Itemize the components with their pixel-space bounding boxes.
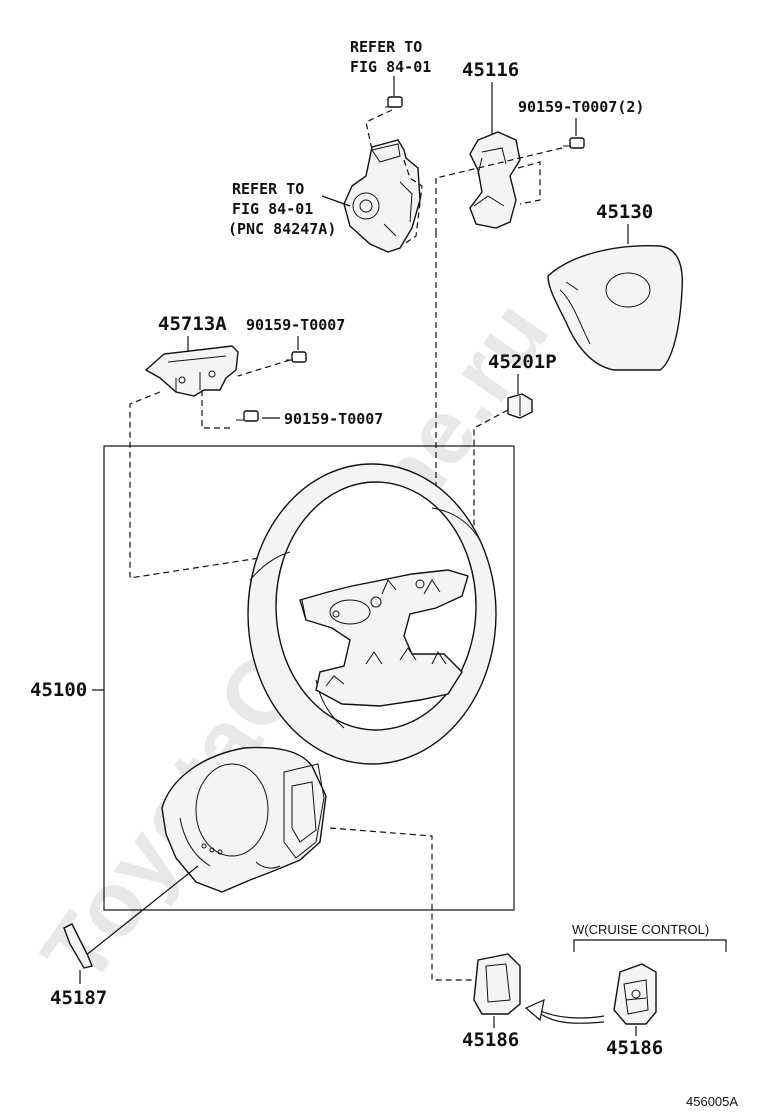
arrow-icon xyxy=(524,998,605,1024)
airbag-45130-icon xyxy=(547,245,683,371)
label-45100: 45100 xyxy=(30,679,87,701)
bracket-45713a-icon xyxy=(144,345,239,397)
steering-wheel-icon xyxy=(247,463,497,765)
refer-part-dash xyxy=(403,159,423,245)
label-45130: 45130 xyxy=(596,201,653,223)
refer-top-line2: FIG 84-01 xyxy=(350,58,431,76)
label-45186-b: 45186 xyxy=(606,1037,663,1059)
refer-switch-part-icon xyxy=(343,139,421,253)
bracket-to-wheel-dash xyxy=(129,391,351,579)
cruise-control-bracket xyxy=(573,939,727,952)
label-45186-a: 45186 xyxy=(462,1029,519,1051)
refer-mid-label: REFER TO FIG 84-01 (PNC 84247A) xyxy=(228,180,336,238)
spiral-cover-icon xyxy=(161,746,327,893)
label-45116: 45116 xyxy=(462,59,519,81)
nut-45201p-icon xyxy=(507,393,533,419)
label-45713a: 45713A xyxy=(158,313,227,335)
switch-cover-45186-icon xyxy=(473,953,521,1015)
cover-45116-dash xyxy=(517,161,541,205)
label-90159-t0007-a: 90159-T0007 xyxy=(246,316,345,334)
figure-id: 456005A xyxy=(686,1094,738,1109)
refer-top-line1: REFER TO xyxy=(350,38,422,56)
label-45201p: 45201P xyxy=(488,351,557,373)
refer-top-label: REFER TO FIG 84-01 xyxy=(350,38,431,76)
refer-mid-line1: REFER TO xyxy=(232,180,304,198)
label-90159-t0007-b: 90159-T0007 xyxy=(284,410,383,428)
screw-top-left-icon xyxy=(385,96,403,108)
refer-mid-line2: FIG 84-01 xyxy=(232,200,313,218)
trim-45187-icon xyxy=(63,923,93,969)
bracket-lower-dash xyxy=(201,390,232,429)
screw-90159-a-dash xyxy=(237,359,291,377)
screw-90159-2-dash xyxy=(435,147,563,179)
screw-90159-b-icon xyxy=(236,410,259,422)
cover-to-45186-dash xyxy=(329,827,472,981)
refer-mid-leader xyxy=(321,195,351,207)
refer-mid-line3: (PNC 84247A) xyxy=(228,220,336,238)
cruise-control-note: W(CRUISE CONTROL) xyxy=(572,922,709,937)
assembly-45100-box xyxy=(103,445,515,911)
cruise-switch-45186-icon xyxy=(613,963,657,1025)
leader-45187-line xyxy=(79,865,199,961)
label-90159-t0007-2: 90159-T0007(2) xyxy=(518,98,644,116)
cover-45116-icon xyxy=(469,131,521,229)
label-45187: 45187 xyxy=(50,987,107,1009)
screw-90159-2-icon xyxy=(563,137,585,149)
